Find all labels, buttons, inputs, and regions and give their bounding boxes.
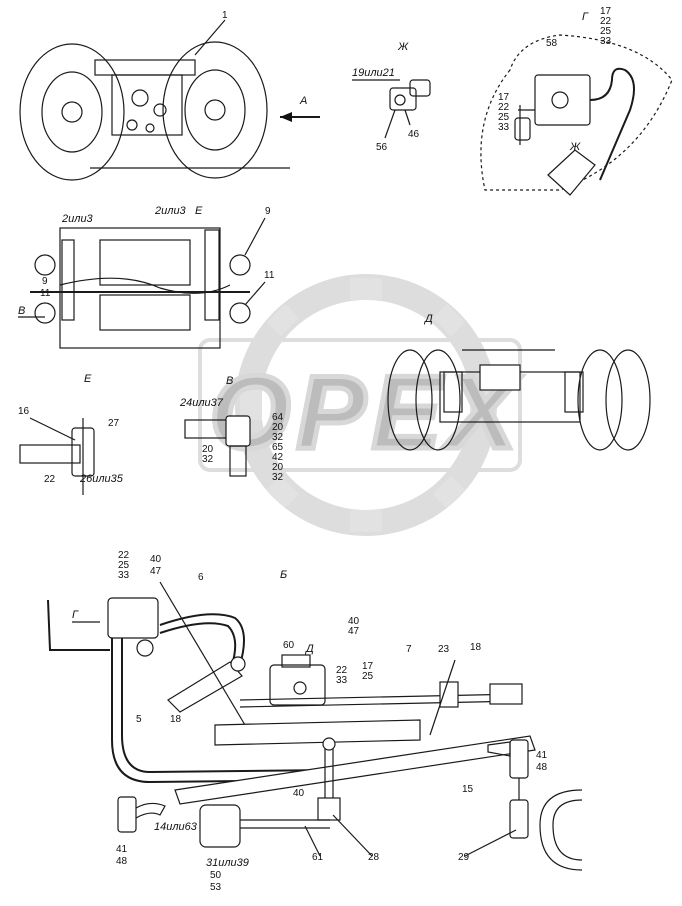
label-25-top: 25 [600,26,612,37]
label-42: 42 [272,452,284,463]
label-31or39: 31или39 [206,857,249,869]
label-48-b: 48 [536,762,548,773]
label-47-a: 47 [150,566,162,577]
label-2or3-a: 2или3 [61,213,94,225]
label-33-top: 33 [600,36,612,47]
label-25-b: 25 [118,560,130,571]
section-letter-d-bottom: Д [304,643,314,655]
detail-v: В 24или37 64 20 32 65 42 20 32 20 32 [179,375,284,483]
label-7: 7 [406,644,412,655]
label-26or35: 26или35 [79,473,124,485]
section-letter-d: Д [423,313,433,325]
label-41-a: 41 [116,844,128,855]
section-letter-e-lower: Е [84,373,92,385]
label-56: 56 [376,142,388,153]
label-32-c: 32 [202,454,214,465]
label-17-top: 17 [600,6,612,17]
label-17-c: 17 [362,661,374,672]
label-19or21: 19или21 [352,67,395,79]
label-18-b: 18 [170,714,182,725]
label-58: 58 [546,38,558,49]
label-33-b: 33 [118,570,130,581]
label-40-b: 40 [348,616,360,627]
label-28: 28 [368,852,380,863]
label-18-a: 18 [470,642,482,653]
label-33-g: 33 [498,122,510,133]
label-17-g: 17 [498,92,510,103]
label-29: 29 [458,852,470,863]
section-letter-v-left: В [18,305,25,317]
label-20-c: 20 [202,444,214,455]
label-61: 61 [312,852,324,863]
section-letter-b: Б [280,569,287,581]
label-25-c: 25 [362,671,374,682]
label-9-b: 9 [42,276,48,287]
label-40-c: 40 [293,788,305,799]
label-50: 50 [210,870,222,881]
label-20-b: 20 [272,462,284,473]
label-6: 6 [198,572,204,583]
label-48-a: 48 [116,856,128,867]
label-32-a: 32 [272,432,284,443]
section-letter-g-top: Г [582,11,589,23]
section-letter-v-mid: В [226,375,233,387]
label-20-a: 20 [272,422,284,433]
label-22-b: 22 [118,550,130,561]
section-letter-zh-mark: Ж [569,141,581,153]
label-22-g: 22 [498,102,510,113]
label-23: 23 [438,644,450,655]
detail-e: Е 16 27 22 26или35 [18,373,124,495]
section-letter-zh: Ж [397,41,409,53]
chassis-plan-view: 2или3 2или3 Е 9 9 11 11 В [18,205,275,349]
label-11-a: 11 [264,270,275,281]
label-16: 16 [18,406,30,417]
label-60: 60 [283,640,295,651]
label-47-b: 47 [348,626,360,637]
label-22-e: 22 [44,474,56,485]
label-33-c: 33 [336,675,348,686]
detail-g-top: Г 17 22 25 33 58 17 22 25 33 Ж [480,6,673,196]
label-1: 1 [222,10,228,21]
section-letter-a: А [299,95,307,107]
label-25-g: 25 [498,112,510,123]
label-46: 46 [408,129,420,140]
label-40-a: 40 [150,554,162,565]
label-24or37: 24или37 [179,397,224,409]
section-letter-g-bottom: Г [72,609,79,621]
label-27: 27 [108,418,120,429]
label-9-a: 9 [265,206,271,217]
label-64: 64 [272,412,284,423]
watermark-text: OPEX [210,355,523,471]
label-2or3-b: 2или3 [154,205,187,217]
label-22-top: 22 [600,16,612,27]
section-d-view: Д [387,313,651,451]
label-22-c: 22 [336,665,348,676]
detail-zh: Ж 19или21 46 56 [352,41,431,153]
label-14or63: 14или63 [154,821,198,833]
label-65: 65 [272,442,284,453]
bogie-rear-view: А 1 [19,10,320,181]
label-11-b: 11 [40,288,51,299]
watermark-gear: OPEX [198,274,523,536]
label-15: 15 [462,784,474,795]
label-32-b: 32 [272,472,284,483]
main-assembly-b: Б Г [47,550,583,893]
label-41-b: 41 [536,750,548,761]
label-5: 5 [136,714,142,725]
section-letter-e-upper: Е [195,205,203,217]
label-53: 53 [210,882,222,893]
